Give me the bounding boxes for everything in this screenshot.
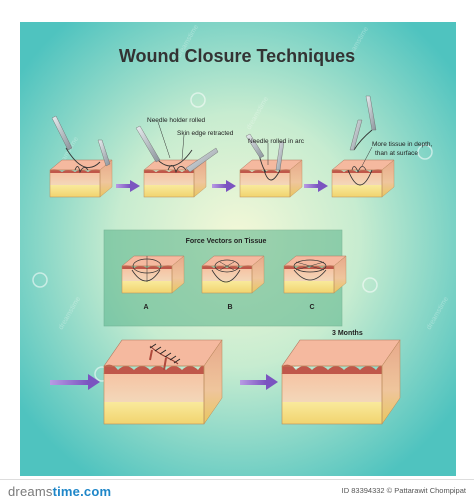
needle-holder-icon	[245, 133, 265, 159]
needle-holder-icon	[51, 115, 73, 151]
label-needle-rolled-in-arc: Needle rolled in arc	[248, 138, 305, 145]
force-panel-c: C	[283, 255, 347, 311]
panel-label-c: C	[309, 304, 314, 311]
logo-prefix: dreams	[8, 484, 53, 499]
healed-skin-block: 3 Months	[281, 330, 401, 425]
panel-label-a: A	[143, 304, 148, 311]
arrow-icon	[240, 374, 278, 390]
needle-holder-icon	[365, 95, 377, 131]
force-panel-a: A	[121, 255, 185, 311]
needle-holder-icon	[97, 139, 111, 167]
image-id-credit: ID 83394332 © Pattarawit Chompipat	[341, 486, 466, 495]
arrow-icon	[50, 374, 100, 390]
arrow-icon	[116, 180, 140, 192]
force-vectors-panel: Force Vectors on Tissue A B C	[103, 229, 347, 327]
dreamstime-logo: dreamstime.com	[8, 484, 111, 499]
step-1-skin-block	[49, 115, 113, 198]
arrow-icon	[212, 180, 236, 192]
needle-icon	[353, 129, 373, 151]
needle-holder-icon	[275, 141, 285, 171]
result-label: 3 Months	[332, 330, 363, 337]
sutured-wound-skin-block	[103, 339, 223, 425]
step-3-skin-block	[239, 133, 303, 198]
arrow-icon	[304, 180, 328, 192]
forceps-icon	[349, 119, 363, 151]
frame-bottom-strip	[0, 476, 474, 480]
logo-suffix: time.com	[52, 484, 112, 499]
label-needle-holder-rolled: Needle holder rolled	[147, 117, 206, 124]
step-4-skin-block	[331, 95, 395, 198]
page-title: Wound Closure Techniques	[119, 46, 355, 66]
watermark-logo-icon	[417, 144, 433, 160]
watermark-logo-icon	[362, 277, 378, 293]
label-more-tissue-line-1: More tissue in depth,	[372, 141, 433, 148]
watermark-logo-icon	[190, 92, 206, 108]
force-vectors-heading: Force Vectors on Tissue	[186, 238, 267, 245]
needle-icon	[65, 147, 101, 168]
label-skin-edge-retracted: Skin edge retracted	[177, 130, 234, 137]
watermark-logo-icon	[32, 272, 48, 288]
footer-bar: dreamstime.com ID 83394332 © Pattarawit …	[0, 479, 474, 501]
needle-holder-icon	[135, 125, 161, 163]
forceps-icon	[185, 147, 219, 173]
force-panel-b: B	[201, 255, 265, 311]
step-2-skin-block	[135, 121, 219, 198]
panel-label-b: B	[227, 304, 232, 311]
label-more-tissue-line-2: than at surface	[375, 150, 418, 157]
